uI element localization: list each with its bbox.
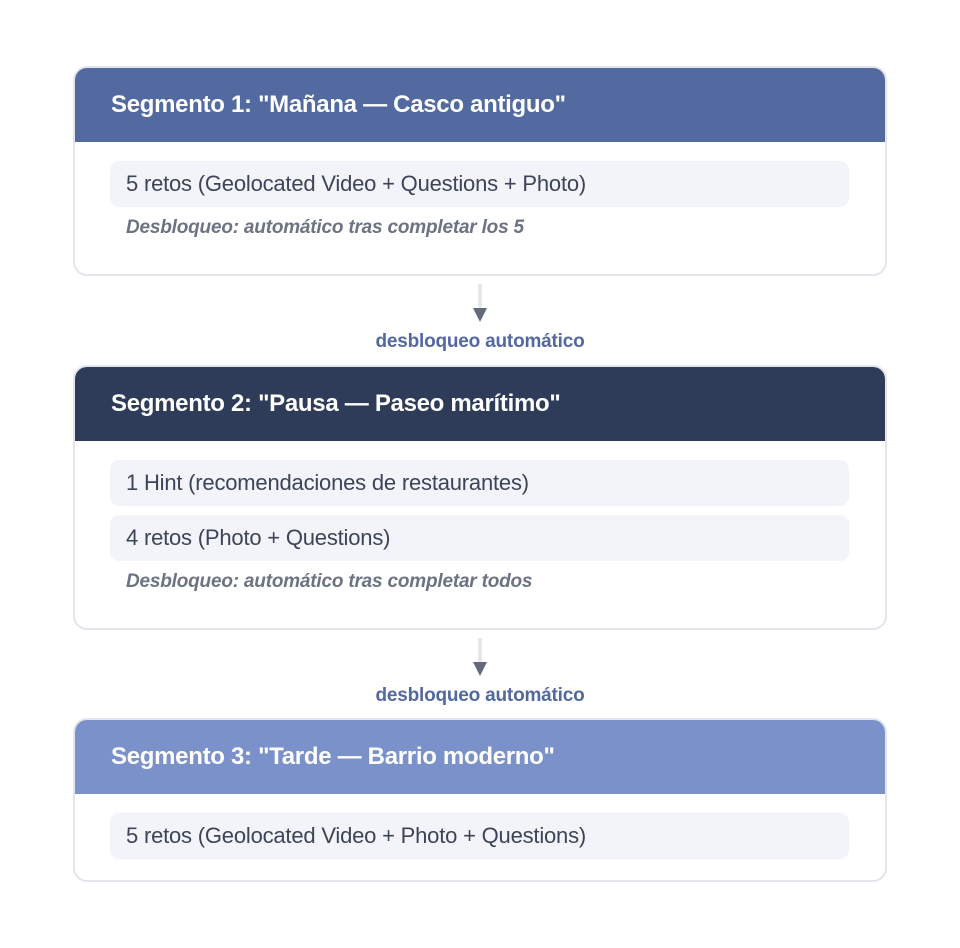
connector-2-label: desbloqueo automático bbox=[375, 685, 585, 706]
segment-2-unlock-note: Desbloqueo: automático tras completar to… bbox=[126, 571, 533, 592]
item-label: 5 retos (Geolocated Video + Photo + Ques… bbox=[126, 823, 587, 848]
segment-3-body: 5 retos (Geolocated Video + Photo + Ques… bbox=[75, 794, 885, 859]
segment-1-header: Segmento 1: "Mañana — Casco antiguo" bbox=[75, 68, 885, 142]
segment-1-unlock-note: Desbloqueo: automático tras completar lo… bbox=[126, 217, 524, 238]
segment-card-1: Segmento 1: "Mañana — Casco antiguo" 5 r… bbox=[73, 66, 887, 276]
segment-1-body: 5 retos (Geolocated Video + Questions + … bbox=[75, 142, 885, 239]
segment-card-2: Segmento 2: "Pausa — Paseo marítimo" 1 H… bbox=[73, 365, 887, 630]
connector-2: desbloqueo automático bbox=[0, 638, 960, 718]
segment-3-header: Segmento 3: "Tarde — Barrio moderno" bbox=[75, 720, 885, 794]
connector-line bbox=[478, 284, 482, 310]
segment-3-title: Segmento 3: "Tarde — Barrio moderno" bbox=[111, 743, 555, 770]
item-label: 4 retos (Photo + Questions) bbox=[126, 525, 391, 550]
segment-2-title: Segmento 2: "Pausa — Paseo marítimo" bbox=[111, 390, 561, 417]
arrow-down-icon bbox=[473, 308, 487, 322]
segment-card-3: Segmento 3: "Tarde — Barrio moderno" 5 r… bbox=[73, 718, 887, 882]
connector-1: desbloqueo automático bbox=[0, 284, 960, 364]
segment-1-title: Segmento 1: "Mañana — Casco antiguo" bbox=[111, 91, 566, 118]
segment-2-header: Segmento 2: "Pausa — Paseo marítimo" bbox=[75, 367, 885, 441]
arrow-down-icon bbox=[473, 662, 487, 676]
connector-line bbox=[478, 638, 482, 664]
item-label: 1 Hint (recomendaciones de restaurantes) bbox=[126, 470, 529, 495]
segment-1-item-1: 5 retos (Geolocated Video + Questions + … bbox=[110, 161, 849, 207]
segment-2-body: 1 Hint (recomendaciones de restaurantes)… bbox=[75, 441, 885, 593]
segment-2-item-2: 4 retos (Photo + Questions) bbox=[110, 515, 849, 561]
item-label: 5 retos (Geolocated Video + Questions + … bbox=[126, 171, 587, 196]
connector-1-label: desbloqueo automático bbox=[375, 331, 585, 352]
segment-2-item-1: 1 Hint (recomendaciones de restaurantes) bbox=[110, 460, 849, 506]
segment-3-item-1: 5 retos (Geolocated Video + Photo + Ques… bbox=[110, 813, 849, 859]
